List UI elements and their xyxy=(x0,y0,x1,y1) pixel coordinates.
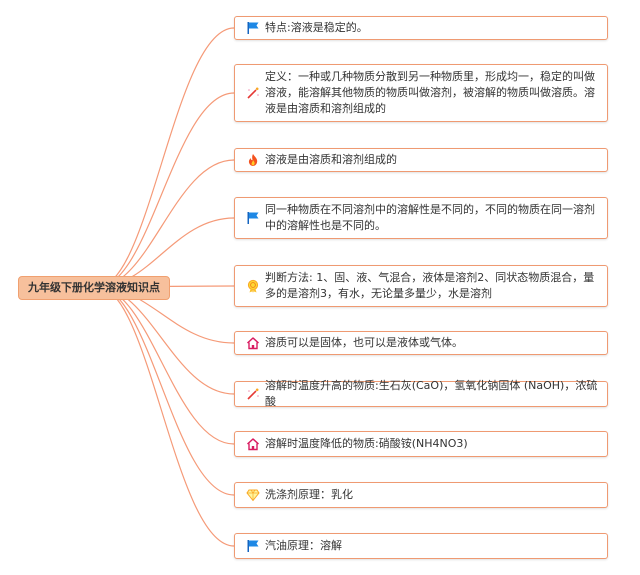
branch-node: 汽油原理：溶解 xyxy=(234,533,608,559)
blue-flag-icon xyxy=(245,210,261,226)
blue-flag-icon xyxy=(245,20,261,36)
house-icon xyxy=(245,436,261,452)
connector-line xyxy=(97,159,235,288)
connector-line xyxy=(97,27,235,288)
branch-text: 定义：一种或几种物质分散到另一种物质里，形成均一，稳定的叫做溶液，能溶解其他物质… xyxy=(265,70,595,115)
root-topic: 九年级下册化学溶液知识点 xyxy=(18,276,170,300)
branch-text: 洗涤剂原理：乳化 xyxy=(265,488,353,501)
branch-node: 定义：一种或几种物质分散到另一种物质里，形成均一，稳定的叫做溶液，能溶解其他物质… xyxy=(234,64,608,122)
branch-text: 溶质可以是固体，也可以是液体或气体。 xyxy=(265,336,463,349)
branch-node: 特点:溶液是稳定的。 xyxy=(234,16,608,40)
magic-wand-icon xyxy=(245,386,261,402)
branch-text: 汽油原理：溶解 xyxy=(265,539,342,552)
branch-node: 溶液是由溶质和溶剂组成的 xyxy=(234,148,608,172)
connector-line xyxy=(97,286,235,445)
connector-line xyxy=(97,286,235,547)
fire-icon xyxy=(245,152,261,168)
branch-node: 洗涤剂原理：乳化 xyxy=(234,482,608,508)
magic-wand-icon xyxy=(245,85,261,101)
diamond-icon xyxy=(245,487,261,503)
branch-node: 溶解时温度降低的物质:硝酸铵(NH4NO3) xyxy=(234,431,608,457)
connector-line xyxy=(97,286,235,496)
branch-text: 溶解时温度降低的物质:硝酸铵(NH4NO3) xyxy=(265,437,468,450)
branch-node: 溶质可以是固体，也可以是液体或气体。 xyxy=(234,331,608,355)
branch-text: 溶液是由溶质和溶剂组成的 xyxy=(265,153,397,166)
blue-flag-icon xyxy=(245,538,261,554)
branch-node: 判断方法: 1、固、液、气混合，液体是溶剂2、同状态物质混合，量多的是溶剂3，有… xyxy=(234,265,608,307)
branch-text: 同一种物质在不同溶剂中的溶解性是不同的，不同的物质在同一溶剂中的溶解性也是不同的… xyxy=(265,203,595,232)
medal-icon xyxy=(245,278,261,294)
branch-text: 判断方法: 1、固、液、气混合，液体是溶剂2、同状态物质混合，量多的是溶剂3，有… xyxy=(265,271,595,300)
branch-node: 溶解时温度升高的物质:生石灰(CaO)，氢氧化钠固体 (NaOH)，浓硫酸 xyxy=(234,379,608,408)
branch-text: 特点:溶液是稳定的。 xyxy=(265,21,368,34)
branch-text: 溶解时温度升高的物质:生石灰(CaO)，氢氧化钠固体 (NaOH)，浓硫酸 xyxy=(265,379,598,408)
house-icon xyxy=(245,335,261,351)
branch-node: 同一种物质在不同溶剂中的溶解性是不同的，不同的物质在同一溶剂中的溶解性也是不同的… xyxy=(234,197,608,239)
connector-line xyxy=(97,92,235,288)
